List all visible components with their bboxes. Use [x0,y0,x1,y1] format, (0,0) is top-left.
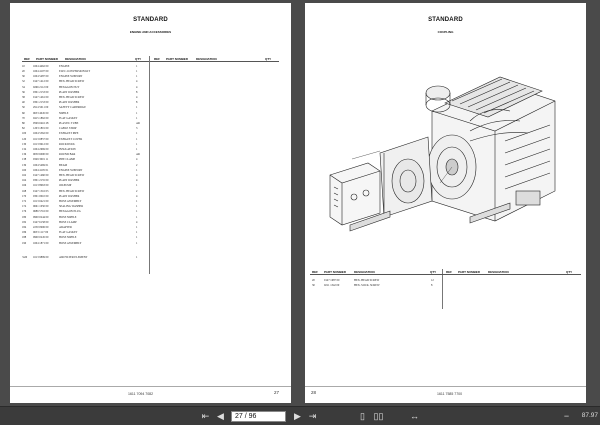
fit-width-icon: ↔ [410,411,419,421]
col-ref: REF [312,270,318,274]
page-footer: 1611 7094 7082 27 [10,386,291,400]
single-page-view-button[interactable]: ▯ [356,410,369,423]
col-ref-2: REF [446,270,452,274]
last-page-button[interactable]: ⇥ [306,410,319,423]
last-page-icon: ⇥ [308,411,317,421]
page-number-input[interactable]: 27 / 96 [231,411,286,422]
col-qty-2: QTY [566,270,573,274]
first-page-icon: ⇤ [201,411,210,421]
col-part-number: PART NUMBER [36,57,58,61]
footer-code: 1611 7094 7082 [128,392,154,396]
engine-coupling-drawing [329,76,556,232]
footer-code: 1611 7585 7700 [437,392,463,396]
viewer-toolbar: ⇤ ◀ 27 / 96 ▶ ⇥ ▯ ▯▯ ↔ − 87.97 [0,406,600,425]
col-qty-2: QTY [265,57,272,61]
table-row: •420 1613 9899 00 AIR FILTER ELEMENT 1 [22,255,138,259]
col-part-number-2: PART NUMBER [166,57,188,61]
col-ref-2: REF [154,57,160,61]
previous-page-button[interactable]: ◀ [214,410,227,423]
col-qty: QTY [430,270,437,274]
col-designation: DESIGNATION [354,270,375,274]
document-page-left: STANDARD ENGINE AND ACCESSORIES REF PART… [10,3,291,403]
zoom-out-button[interactable]: − [560,410,573,423]
col-designation-2: DESIGNATION [196,57,217,61]
col-part-number: PART NUMBER [324,270,346,274]
page-title: STANDARD [133,17,168,23]
next-page-icon: ▶ [294,411,301,421]
col-qty: QTY [135,57,142,61]
document-page-right: STANDARD COUPLING [305,3,586,403]
first-page-button[interactable]: ⇤ [199,410,212,423]
two-page-icon: ▯▯ [373,411,384,421]
zoom-out-icon: − [563,411,570,421]
page-footer: 28 1611 7585 7700 [305,386,586,400]
table-header: REF PART NUMBER DESIGNATION QTY REF PART… [310,269,581,275]
previous-page-icon: ◀ [217,411,224,421]
next-page-button[interactable]: ▶ [291,410,304,423]
page-subtitle: ENGINE AND ACCESSORIES [129,30,172,34]
page-number: 28 [311,390,317,395]
col-designation-2: DESIGNATION [488,270,509,274]
col-part-number-2: PART NUMBER [458,270,480,274]
col-ref: REF [24,57,30,61]
table-header: REF PART NUMBER DESIGNATION QTY REF PART… [22,56,279,62]
page-subtitle: COUPLING [437,30,454,34]
zoom-level: 87.97 [581,412,598,419]
page-title: STANDARD [428,17,463,23]
single-page-icon: ▯ [360,411,365,421]
col-designation: DESIGNATION [65,57,86,61]
page-number: 27 [274,390,280,395]
fit-width-button[interactable]: ↔ [408,410,421,423]
two-page-view-button[interactable]: ▯▯ [372,410,385,423]
